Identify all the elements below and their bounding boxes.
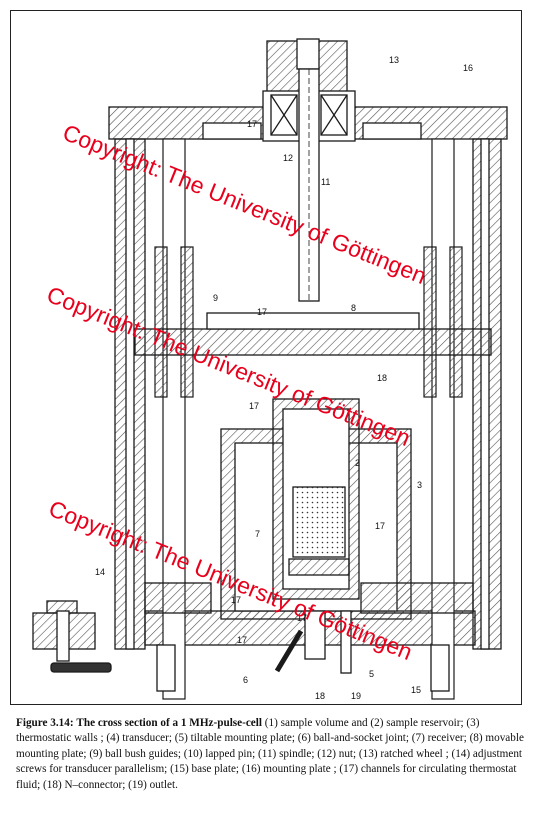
- movable-mounting-plate: [134, 312, 492, 356]
- part-labels: 13 16 17 12 11 9 17 8 18 17 2 3 17 7 14 17 17 17 6 5 15 18 19: [95, 55, 473, 701]
- part-label-8: 8: [351, 303, 356, 313]
- spindle: [298, 68, 320, 302]
- guide-rods: [154, 138, 463, 700]
- part-label-15: 15: [411, 685, 421, 695]
- part-label-5: 5: [369, 669, 374, 679]
- part-label-14: 14: [95, 567, 105, 577]
- caption-title: The cross section of a 1 MHz-pulse-cell: [76, 717, 262, 729]
- part-label-17: 17: [297, 613, 307, 623]
- caption-label: Figure 3.14:: [16, 717, 74, 729]
- part-label-9: 9: [213, 293, 218, 303]
- part-label-17: 17: [249, 401, 259, 411]
- part-label-17: 17: [231, 595, 241, 605]
- part-label-18: 18: [377, 373, 387, 383]
- part-label-13: 13: [389, 55, 399, 65]
- part-label-16: 16: [463, 63, 473, 73]
- base-plate: [32, 582, 474, 692]
- part-label-7: 7: [255, 529, 260, 539]
- part-label-17: 17: [247, 119, 257, 129]
- part-label-17: 17: [257, 307, 267, 317]
- part-label-17: 17: [237, 635, 247, 645]
- caption-body: (1) sample volume and (2) sample reservo…: [16, 717, 524, 791]
- part-label-6: 6: [243, 675, 248, 685]
- part-label-19: 19: [351, 691, 361, 701]
- cell-cross-section-drawing: 13 16 17 12 11 9 17 8 18 17 2 3 17 7 14 17 17 17 6 5 15 18 19: [32, 38, 508, 701]
- part-label-17: 17: [375, 521, 385, 531]
- part-label-2: 2: [355, 458, 360, 468]
- part-label-3: 3: [417, 480, 422, 490]
- part-label-12: 12: [283, 153, 293, 163]
- figure-caption: Figure 3.14: The cross section of a 1 MH…: [16, 716, 526, 793]
- part-label-18: 18: [315, 691, 325, 701]
- part-label-11: 11: [321, 177, 330, 187]
